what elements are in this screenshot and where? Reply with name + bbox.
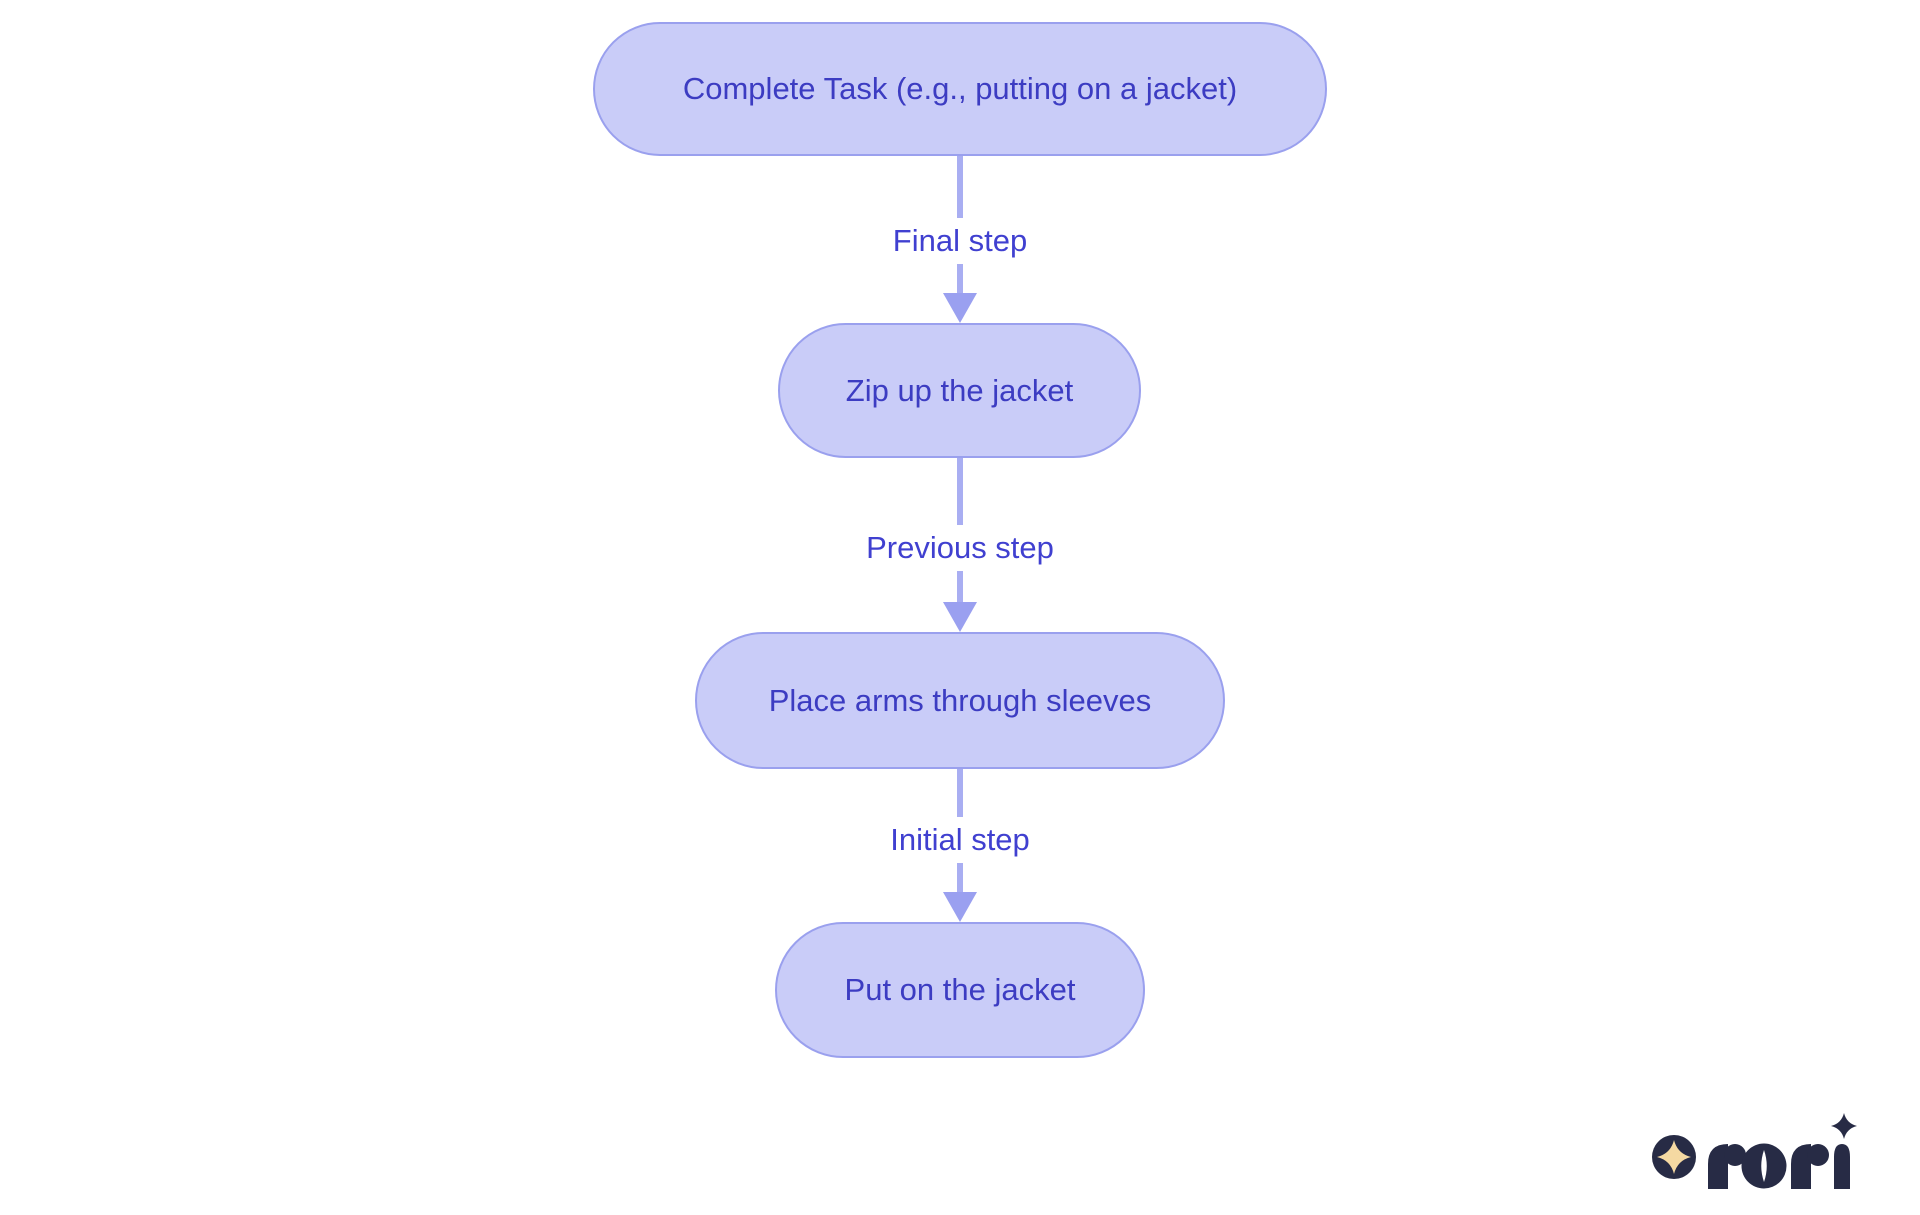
- rori-wordmark: [1708, 1113, 1857, 1189]
- flow-node-put-on-jacket: Put on the jacket: [775, 922, 1145, 1058]
- flow-node-label: Put on the jacket: [844, 972, 1076, 1007]
- flow-node-complete-task: Complete Task (e.g., putting on a jacket…: [593, 22, 1327, 156]
- flow-node-place-arms: Place arms through sleeves: [695, 632, 1225, 769]
- flow-node-label: Complete Task (e.g., putting on a jacket…: [682, 71, 1238, 106]
- edge-label: Final step: [880, 218, 1040, 264]
- flow-node-label: Zip up the jacket: [845, 372, 1074, 408]
- edge-final-step: Final step: [880, 156, 1040, 323]
- flow-node-label: Place arms through sleeves: [768, 682, 1152, 718]
- sparkle-icon: [1831, 1113, 1857, 1139]
- rori-logo: [1652, 1112, 1862, 1192]
- arrowhead-down-icon: [943, 293, 977, 323]
- flow-node-zip-up-jacket: Zip up the jacket: [778, 323, 1141, 458]
- arrowhead-down-icon: [943, 602, 977, 632]
- sparkle-in-circle-icon: [1652, 1135, 1696, 1179]
- edge-label: Initial step: [878, 817, 1042, 863]
- arrowhead-down-icon: [943, 892, 977, 922]
- edge-previous-step: Previous step: [854, 458, 1066, 632]
- edge-initial-step: Initial step: [878, 769, 1042, 922]
- edge-label: Previous step: [854, 525, 1066, 571]
